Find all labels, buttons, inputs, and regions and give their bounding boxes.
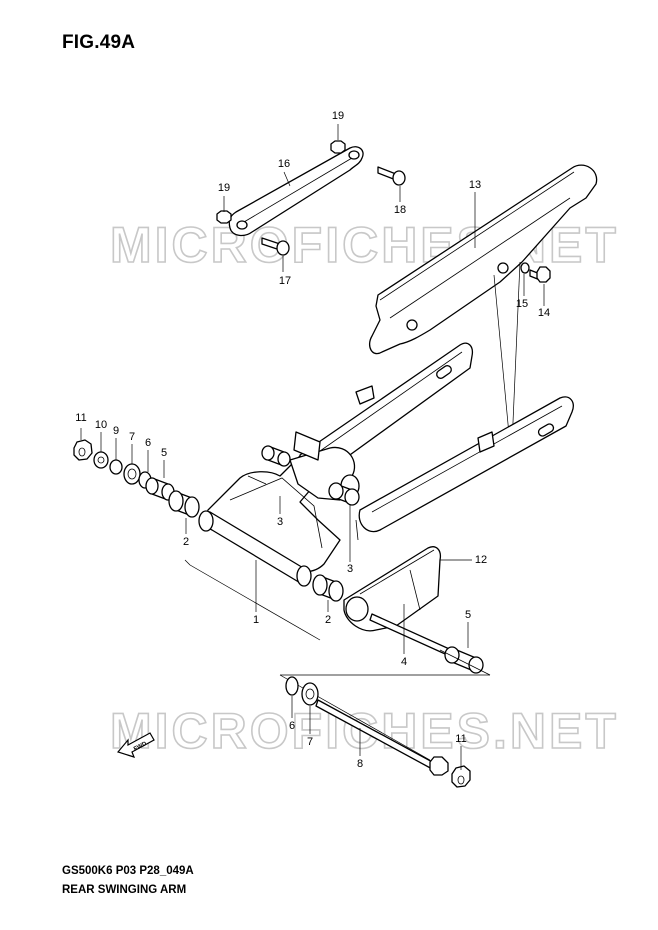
figure-name: REAR SWINGING ARM (62, 884, 187, 896)
callout-15: 15 (516, 298, 528, 310)
callout-16: 16 (278, 158, 290, 170)
figure-code: GS500K6 P03 P28_049A (62, 865, 194, 877)
callout-3-lower: 3 (347, 563, 353, 575)
washer-6-lower[interactable] (285, 676, 299, 696)
callout-13: 13 (469, 179, 481, 191)
callout-12: 12 (475, 554, 487, 566)
cap-10[interactable] (93, 451, 109, 469)
seal-7-upper[interactable] (123, 463, 141, 485)
spacer-5-lower[interactable] (444, 646, 484, 674)
callout-18: 18 (394, 204, 406, 216)
bearing-2-lower[interactable] (312, 574, 344, 602)
nut-19-left[interactable] (216, 210, 232, 224)
callout-7-lower: 7 (307, 736, 313, 748)
callout-9: 9 (113, 425, 119, 437)
bolt-14[interactable] (529, 266, 551, 283)
callout-4: 4 (401, 656, 407, 668)
nut-19-top[interactable] (330, 140, 346, 154)
nut-11-lower[interactable] (451, 765, 471, 788)
bearing-2-upper[interactable] (168, 490, 200, 518)
bush-3-upper[interactable] (261, 445, 291, 467)
callout-11-upper: 11 (75, 412, 86, 424)
washer-15[interactable] (520, 262, 530, 274)
callout-3-upper: 3 (277, 516, 283, 528)
callout-7-upper: 7 (129, 431, 135, 443)
figure-title: FIG.49A (62, 32, 136, 53)
bolt-17[interactable] (261, 237, 290, 256)
callout-8: 8 (357, 758, 363, 770)
callout-19-top: 19 (332, 110, 344, 122)
callout-14: 14 (538, 307, 550, 319)
callout-2-upper: 2 (183, 536, 189, 548)
callout-17: 17 (279, 275, 291, 287)
bush-3-lower[interactable] (328, 482, 360, 506)
swing-arm-1[interactable] (198, 342, 574, 587)
callout-10: 10 (95, 419, 107, 431)
bolt-18[interactable] (377, 166, 406, 186)
chain-case-13[interactable] (368, 164, 598, 355)
watermark-bottom: MICROFICHES.NET (110, 703, 619, 759)
callout-19-left: 19 (218, 182, 230, 194)
callout-1: 1 (253, 614, 259, 626)
callout-6-upper: 6 (145, 437, 151, 449)
seal-7-lower[interactable] (301, 682, 319, 706)
chain-buffer-12[interactable] (343, 546, 442, 632)
callout-2-lower: 2 (325, 614, 331, 626)
callout-11-lower: 11 (455, 733, 466, 745)
callout-5-lower: 5 (465, 609, 471, 621)
callout-6-lower: 6 (289, 720, 295, 732)
washer-9[interactable] (109, 459, 123, 475)
torque-link-16[interactable] (228, 146, 364, 237)
pivot-shaft-8[interactable] (315, 699, 449, 776)
nut-11-upper[interactable] (73, 439, 93, 461)
spacer-5-upper[interactable] (145, 477, 175, 501)
callout-5-upper: 5 (161, 447, 167, 459)
